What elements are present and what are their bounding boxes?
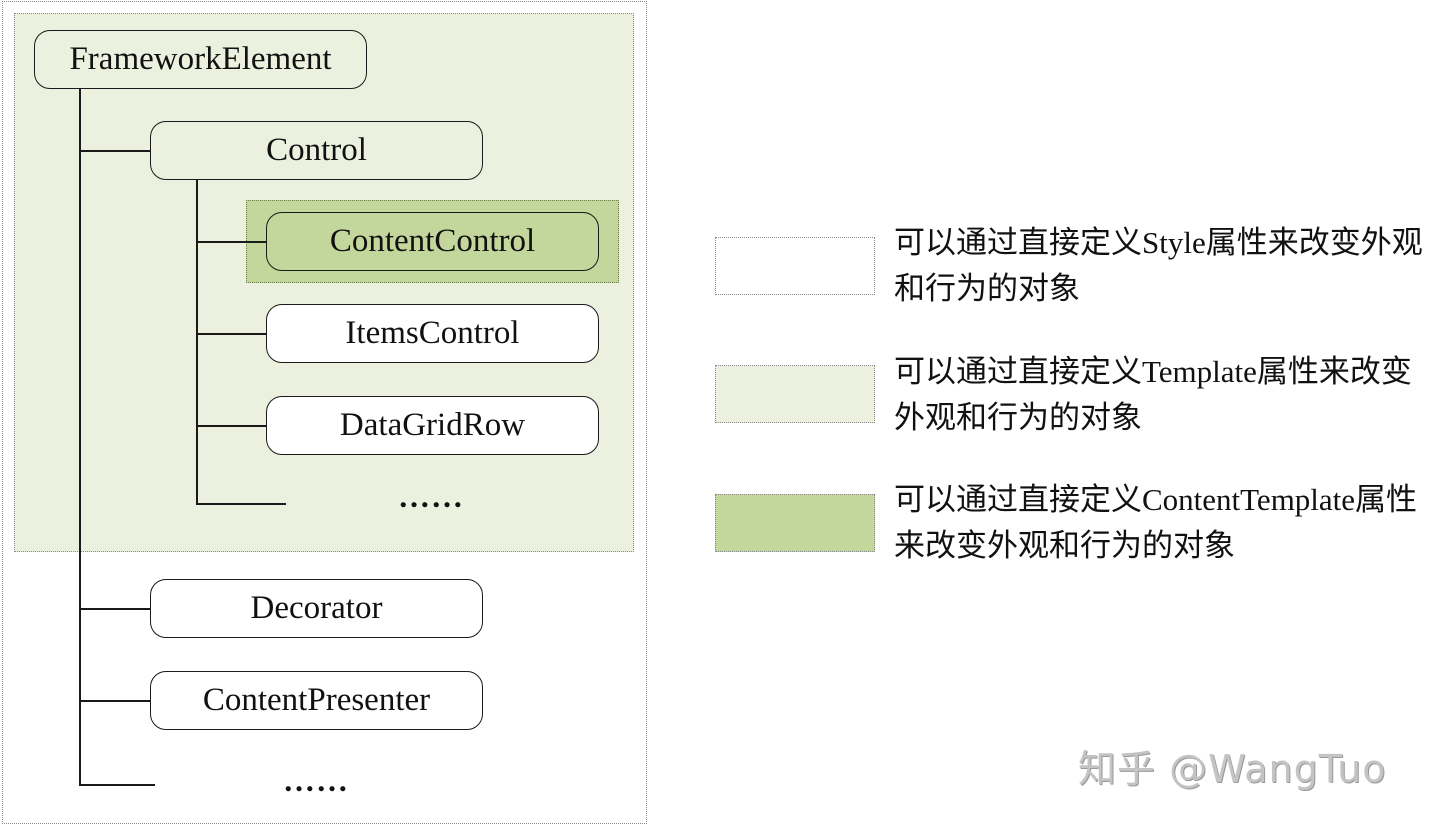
root-trunk-line — [79, 88, 81, 785]
legend-text-style: 可以通过直接定义Style属性来改变外观和行为的对象 — [894, 225, 1423, 306]
connector-decorator — [79, 608, 150, 610]
connector-itemscontrol — [196, 333, 266, 335]
watermark: 知乎 @WangTuo — [1078, 747, 1387, 791]
node-itemscontrol: ItemsControl — [266, 304, 599, 363]
root-more-ellipsis: …… — [283, 762, 349, 798]
connector-contentpresenter — [79, 700, 150, 702]
content-template-region — [246, 200, 619, 283]
legend-text-contenttemplate: 可以通过直接定义ContentTemplate属性来改变外观和行为的对象 — [894, 482, 1418, 563]
legend-swatch-style — [715, 237, 875, 295]
node-contentcontrol: ContentControl — [266, 212, 599, 271]
control-trunk-line — [196, 180, 198, 504]
connector-contentcontrol — [196, 241, 266, 243]
legend-swatch-template — [715, 365, 875, 423]
style-region — [2, 1, 647, 824]
connector-root-more — [79, 784, 155, 786]
connector-control — [79, 150, 150, 152]
node-control: Control — [150, 121, 483, 180]
legend-swatch-contenttemplate — [715, 494, 875, 552]
node-datagridrow: DataGridRow — [266, 396, 599, 455]
legend-text-template: 可以通过直接定义Template属性来改变外观和行为的对象 — [894, 354, 1412, 435]
node-frameworkelement: FrameworkElement — [34, 30, 367, 89]
node-decorator: Decorator — [150, 579, 483, 638]
connector-datagridrow — [196, 425, 266, 427]
control-more-ellipsis: …… — [398, 478, 464, 514]
node-contentpresenter: ContentPresenter — [150, 671, 483, 730]
connector-control-more — [196, 503, 286, 505]
